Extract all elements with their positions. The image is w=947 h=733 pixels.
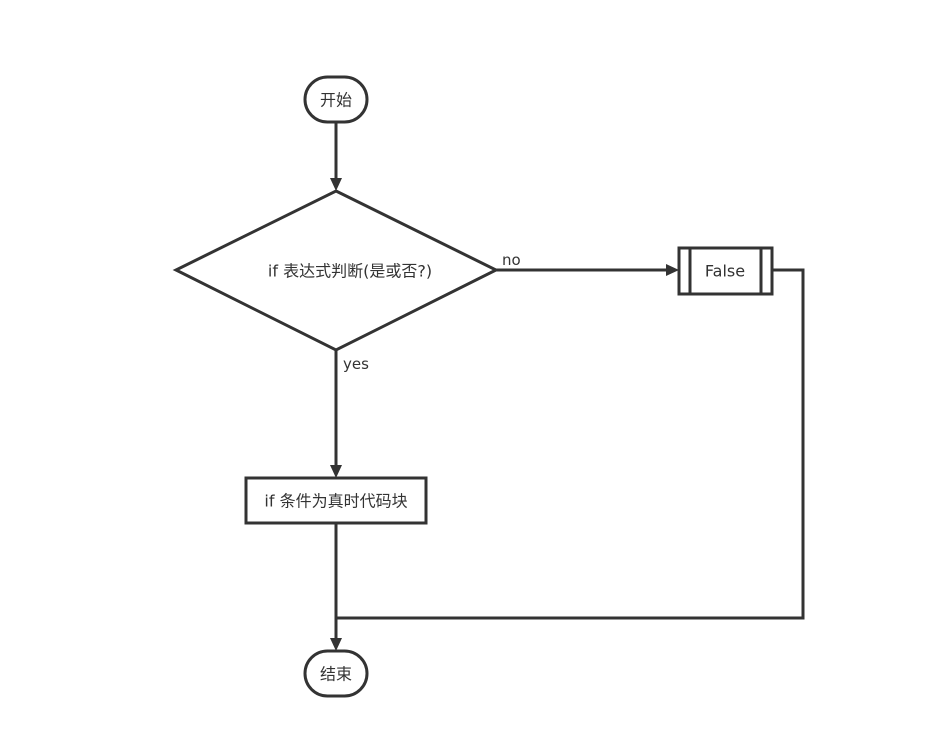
false-shape bbox=[677, 246, 774, 296]
false-label: False bbox=[705, 262, 745, 281]
start-label: 开始 bbox=[320, 91, 352, 110]
edge-label-yes: yes bbox=[343, 355, 369, 373]
start-shape bbox=[303, 75, 369, 124]
start-node: 开始 bbox=[303, 75, 369, 124]
edge-false-to-merge bbox=[336, 268, 805, 620]
arrow-decision-to-true bbox=[330, 465, 342, 478]
end-shape bbox=[303, 649, 369, 698]
false-node: False bbox=[677, 246, 774, 296]
arrow-to-end bbox=[330, 638, 342, 651]
true-label: if 条件为真时代码块 bbox=[264, 492, 407, 511]
true-shape bbox=[244, 476, 428, 525]
true-node: if 条件为真时代码块 bbox=[244, 476, 428, 525]
edge-label-no: no bbox=[502, 251, 521, 269]
end-node: 结束 bbox=[303, 649, 369, 698]
arrow-decision-to-false bbox=[666, 264, 679, 276]
connectors bbox=[330, 123, 805, 651]
decision-label: if 表达式判断(是或否?) bbox=[268, 262, 432, 281]
arrow-start-to-decision bbox=[330, 178, 342, 191]
decision-shape bbox=[172, 189, 500, 352]
decision-node: if 表达式判断(是或否?) bbox=[172, 189, 500, 352]
end-label: 结束 bbox=[320, 665, 352, 684]
